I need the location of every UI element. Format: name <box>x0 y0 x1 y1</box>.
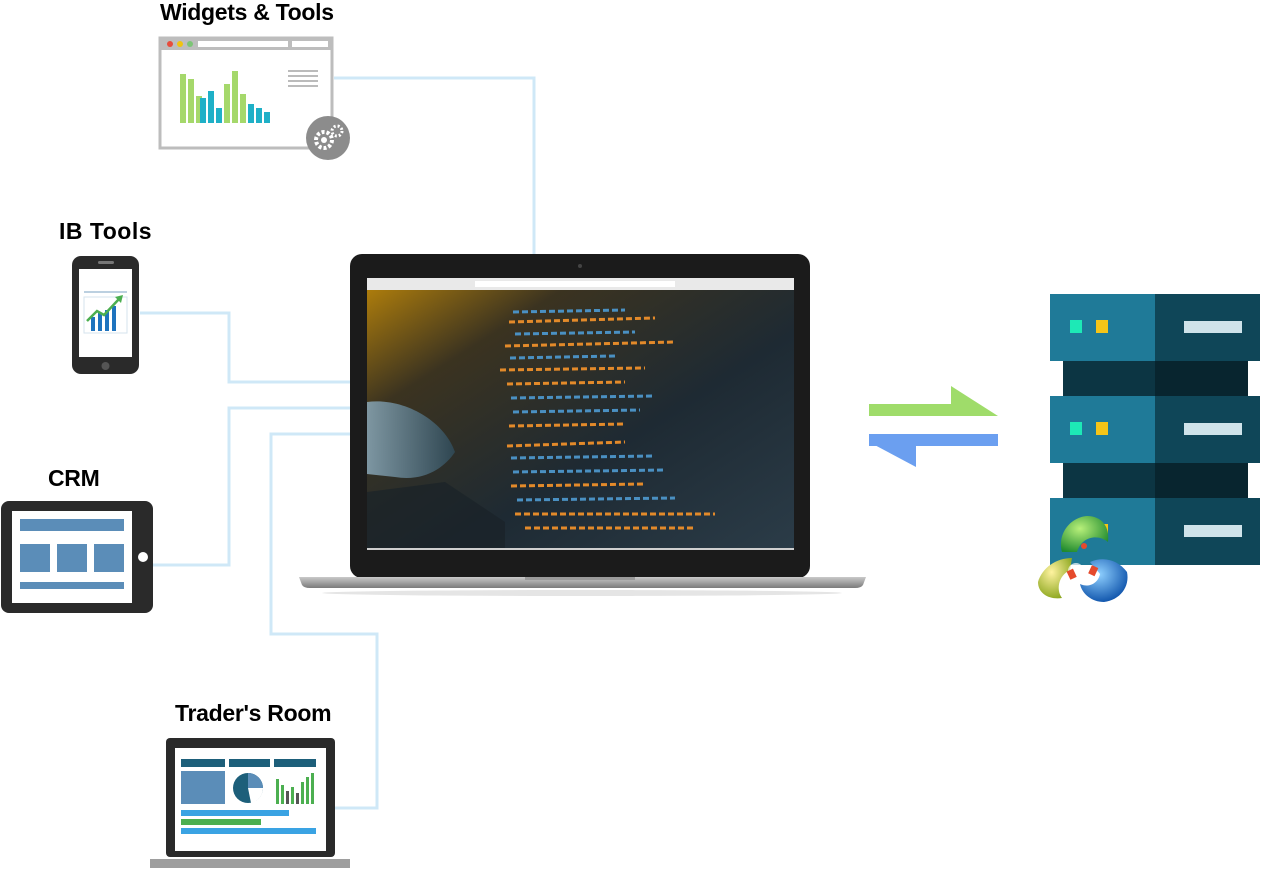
crm-label: CRM <box>48 465 100 491</box>
two-way-arrows-icon <box>869 386 998 467</box>
metatrader-logo-icon <box>1038 516 1128 602</box>
smartphone-growth-chart-icon <box>72 256 139 374</box>
tablet-dashboard-icon <box>1 501 153 613</box>
laptop-code-screen-icon <box>299 254 866 596</box>
ib-tools-label: IB Tools <box>59 218 153 244</box>
laptop-dashboard-icon <box>150 738 350 868</box>
widgets-tools-label: Widgets & Tools <box>160 0 334 25</box>
browser-chart-gear-icon <box>158 36 350 160</box>
traders-room-label: Trader's Room <box>175 700 332 726</box>
